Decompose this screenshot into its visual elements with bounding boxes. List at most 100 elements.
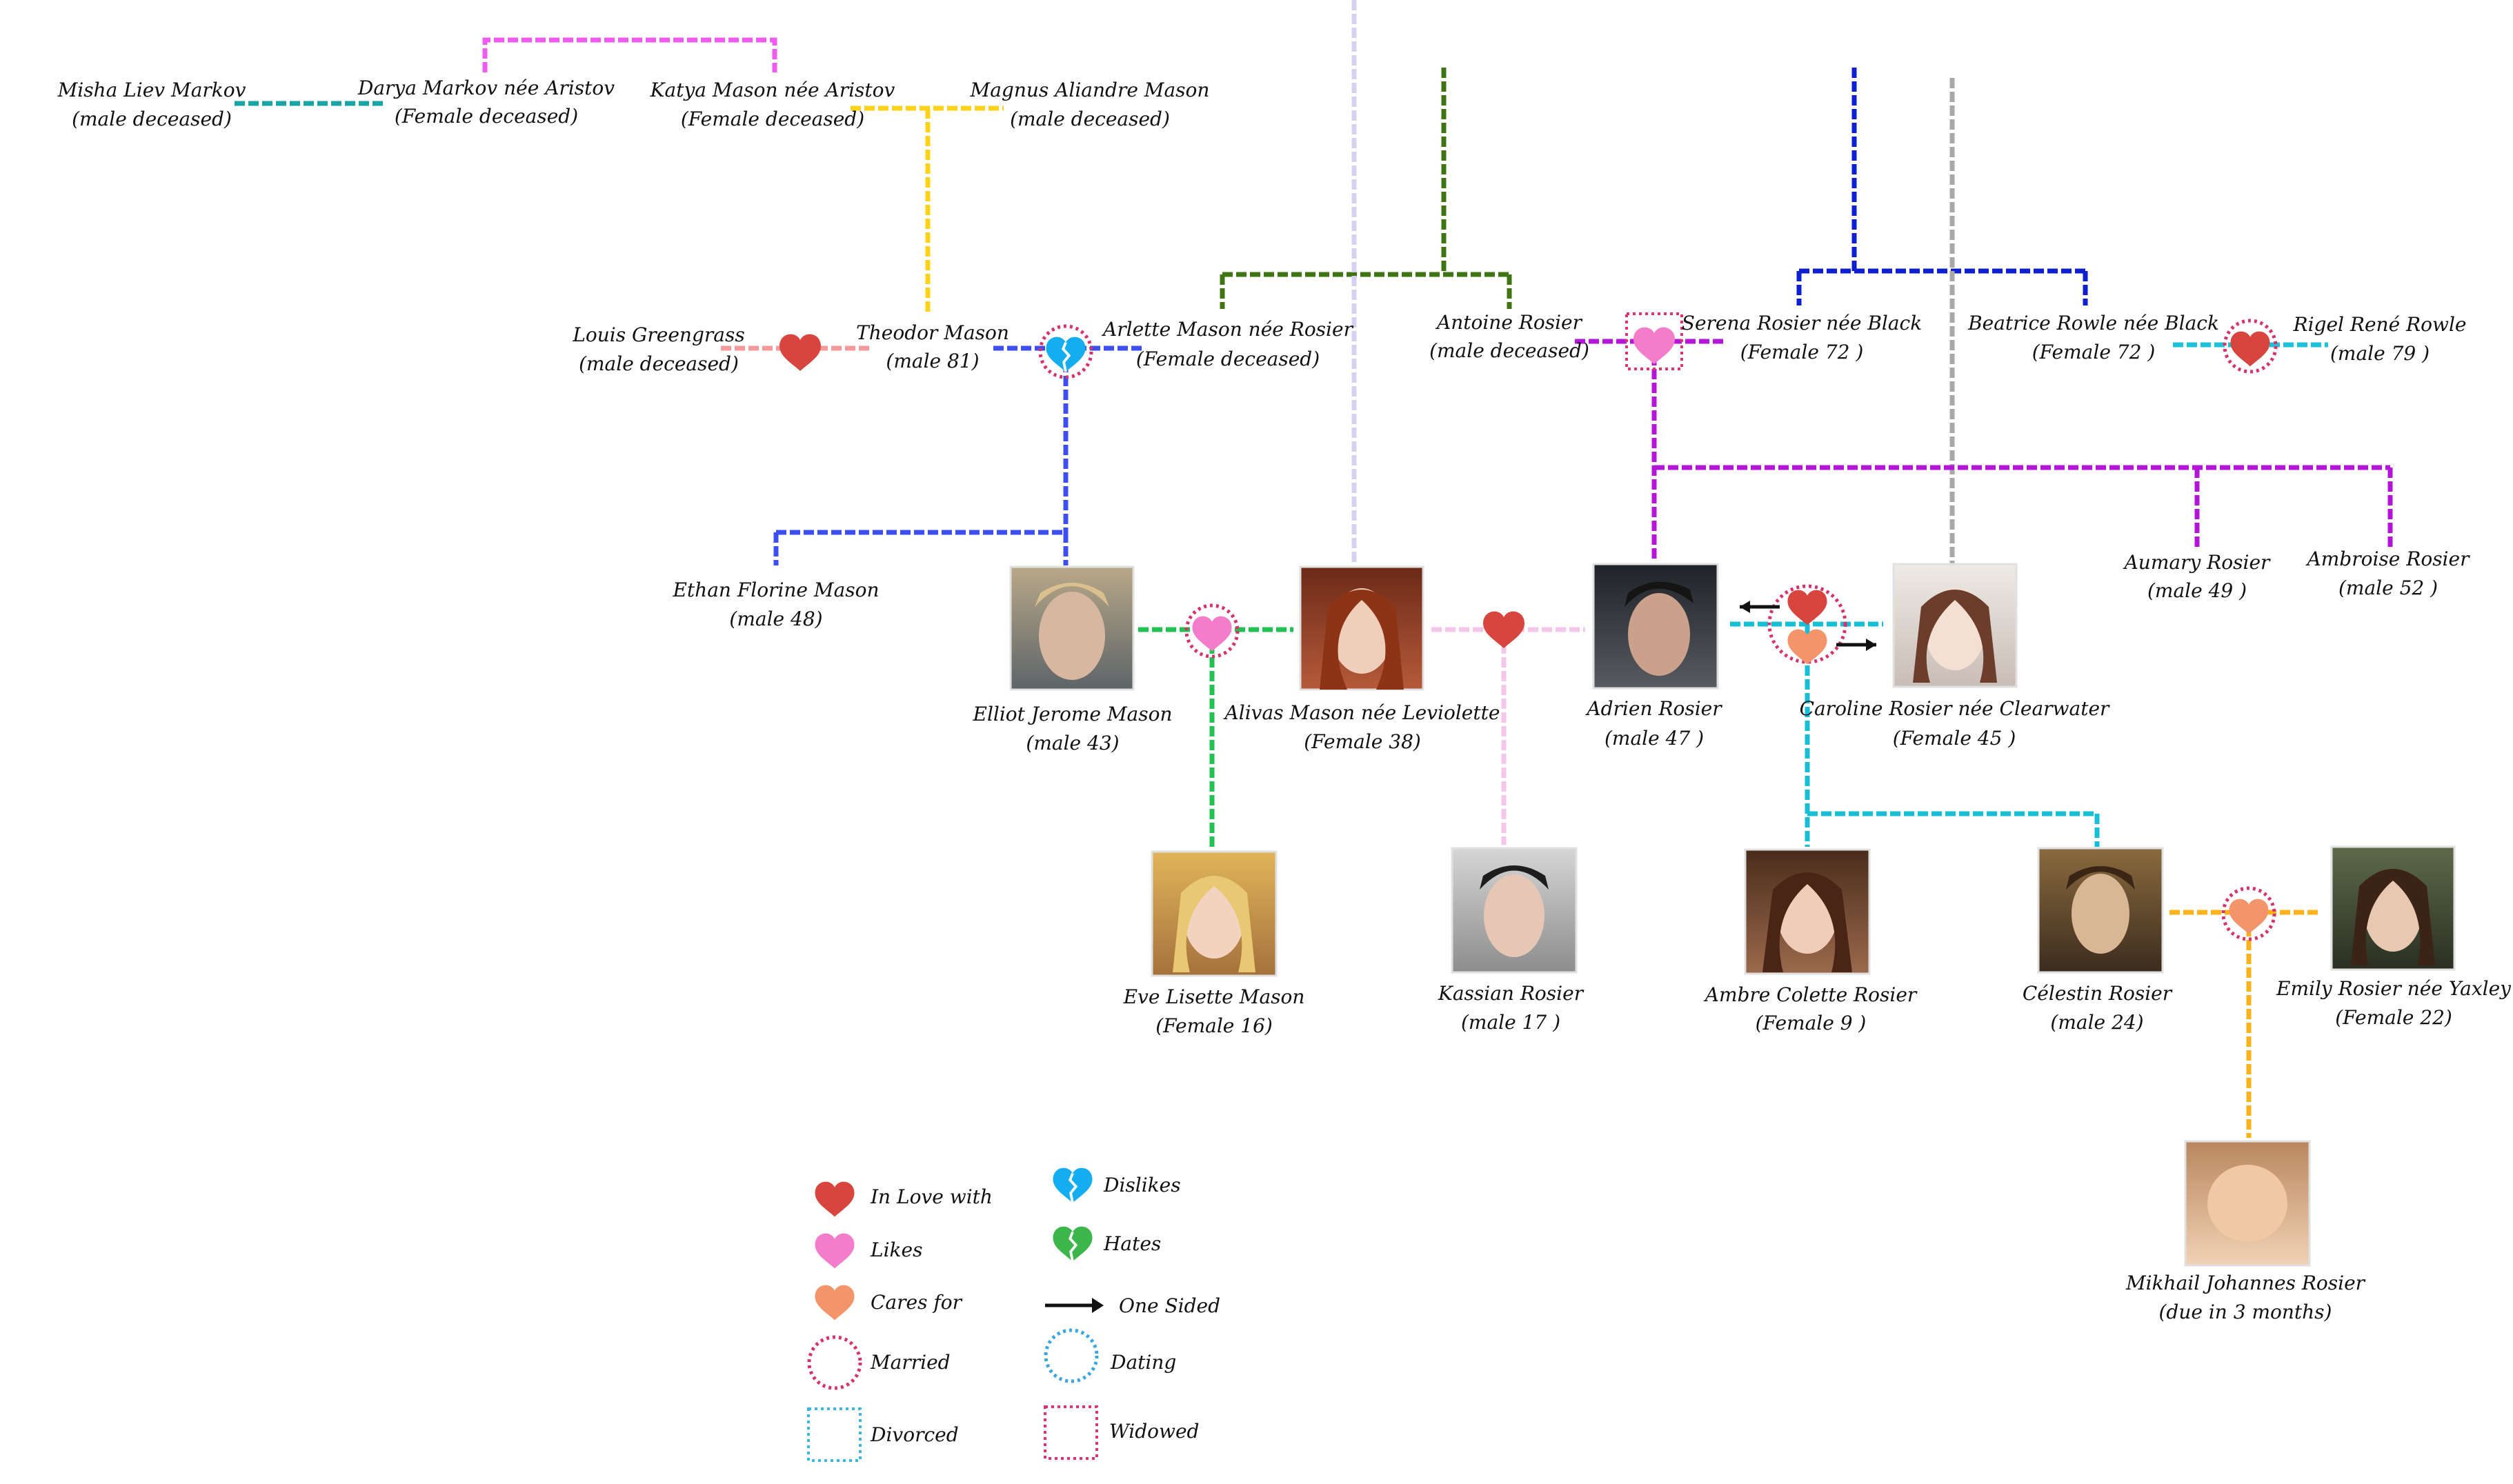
legend-likes: Likes xyxy=(815,1233,922,1269)
name-mikhail: Mikhail Johannes Rosier xyxy=(2125,1272,2366,1294)
svg-text:Cares for: Cares for xyxy=(871,1291,963,1314)
name-celestin: Célestin Rosier xyxy=(2023,982,2173,1005)
info-celestin: (male 24) xyxy=(2050,1011,2143,1034)
photo-emily xyxy=(2330,845,2456,971)
legend-one-sided: One Sided xyxy=(1045,1294,1220,1317)
line-to-rosier-children xyxy=(1651,341,2393,559)
married-in-love-cares-one-sided-icon xyxy=(1740,584,1876,665)
divorced-box-icon xyxy=(807,1407,862,1462)
name-theodor: Theodor Mason xyxy=(856,321,1009,344)
in-love-heart-icon xyxy=(1483,611,1524,648)
info-ambre: (Female 9 ) xyxy=(1756,1012,1867,1034)
name-eve: Eve Lisette Mason xyxy=(1123,985,1305,1008)
name-ethan: Ethan Florine Mason xyxy=(672,579,879,601)
legend-widowed: Widowed xyxy=(1044,1405,1199,1460)
legend-married: Married xyxy=(807,1335,951,1390)
line-to-ethan-elliot xyxy=(773,348,1069,565)
photo-adrien xyxy=(1592,563,1719,690)
photo-caroline xyxy=(1892,563,2018,688)
info-aumary: (male 49 ) xyxy=(2147,579,2247,602)
in-love-heart-icon xyxy=(779,334,821,371)
info-ethan: (male 48) xyxy=(729,608,822,630)
likes-heart-icon xyxy=(815,1233,855,1269)
name-alivas: Alivas Mason née Leviolette xyxy=(1223,701,1500,724)
married-ring-icon xyxy=(807,1335,862,1390)
info-louis: (male deceased) xyxy=(579,352,739,375)
info-arlette: (Female deceased) xyxy=(1136,348,1320,370)
widowed-box-icon xyxy=(1044,1405,1098,1460)
info-katya: (Female deceased) xyxy=(681,108,864,130)
married-dislikes-icon xyxy=(1038,324,1093,379)
relationship-symbols xyxy=(779,312,2278,941)
person-photos xyxy=(1009,563,2456,1267)
name-beatrice: Beatrice Rowle née Black xyxy=(1967,312,2219,334)
photo-kassian xyxy=(1451,847,1578,974)
name-antoine: Antoine Rosier xyxy=(1435,311,1583,334)
married-in-love-icon xyxy=(2223,319,2278,374)
svg-text:In Love with: In Love with xyxy=(870,1185,993,1208)
svg-text:Divorced: Divorced xyxy=(870,1423,959,1446)
svg-text:Dislikes: Dislikes xyxy=(1103,1174,1181,1196)
info-ambroise: (male 52 ) xyxy=(2338,576,2438,599)
legend-cares: Cares for xyxy=(815,1285,963,1321)
name-darya: Darya Markov née Aristov xyxy=(357,77,615,99)
svg-text:One Sided: One Sided xyxy=(1119,1294,1220,1317)
info-emily: (Female 22) xyxy=(2335,1006,2452,1029)
name-emily: Emily Rosier née Yaxley xyxy=(2276,977,2512,1000)
line-serena-beatrice-bracket xyxy=(1796,68,2088,305)
name-serena: Serena Rosier née Black xyxy=(1682,312,1922,334)
widowed-likes-icon xyxy=(1625,312,1683,370)
legend-in-love: In Love with xyxy=(815,1181,993,1217)
legend: In Love with Likes Cares for Married Div… xyxy=(807,1167,1220,1462)
photo-eve xyxy=(1151,850,1278,977)
photo-alivas xyxy=(1299,565,1424,691)
info-adrien: (male 47 ) xyxy=(1605,727,1704,750)
info-magnus: (male deceased) xyxy=(1010,108,1170,130)
svg-text:Hates: Hates xyxy=(1103,1232,1161,1255)
name-aumary: Aumary Rosier xyxy=(2123,551,2271,574)
dating-ring-icon xyxy=(1044,1328,1099,1383)
in-love-heart-icon xyxy=(815,1181,855,1217)
name-elliot: Elliot Jerome Mason xyxy=(973,703,1173,725)
married-likes-icon xyxy=(1184,603,1240,659)
name-ambre: Ambre Colette Rosier xyxy=(1703,983,1918,1006)
name-louis: Louis Greengrass xyxy=(572,323,744,346)
connector-lines xyxy=(235,0,2393,1138)
married-cares-icon xyxy=(2221,886,2276,941)
arrow-right-icon xyxy=(1045,1298,1104,1313)
info-antoine: (male deceased) xyxy=(1429,339,1589,362)
legend-divorced: Divorced xyxy=(807,1407,959,1462)
info-theodor: (male 81) xyxy=(886,350,979,372)
line-arlette-antoine-bracket xyxy=(1220,68,1512,309)
info-alivas: (Female 38) xyxy=(1304,730,1421,753)
name-katya: Katya Mason née Aristov xyxy=(650,79,895,101)
name-rigel: Rigel René Rowle xyxy=(2293,313,2467,336)
svg-text:Dating: Dating xyxy=(1110,1351,1176,1374)
line-darya-katya-bracket xyxy=(482,37,777,72)
name-adrien: Adrien Rosier xyxy=(1585,697,1722,720)
info-kassian: (male 17 ) xyxy=(1461,1011,1560,1034)
name-arlette: Arlette Mason née Rosier xyxy=(1101,318,1354,341)
svg-text:Likes: Likes xyxy=(870,1239,922,1261)
dislikes-broken-heart-icon xyxy=(1053,1167,1093,1205)
info-serena: (Female 72 ) xyxy=(1740,341,1864,363)
photo-elliot xyxy=(1009,565,1135,691)
name-misha: Misha Liev Markov xyxy=(57,79,246,101)
person-labels: Misha Liev Markov (male deceased) Darya … xyxy=(57,77,2512,1323)
info-beatrice: (Female 72 ) xyxy=(2032,341,2156,363)
svg-text:Married: Married xyxy=(870,1351,951,1374)
legend-dislikes: Dislikes xyxy=(1053,1167,1181,1205)
photo-ambre xyxy=(1744,848,1871,975)
svg-text:Widowed: Widowed xyxy=(1109,1420,1199,1443)
info-caroline: (Female 45 ) xyxy=(1893,727,2016,750)
name-magnus: Magnus Aliandre Mason xyxy=(970,79,1210,101)
info-rigel: (male 79 ) xyxy=(2330,342,2430,365)
legend-dating: Dating xyxy=(1044,1328,1176,1383)
hates-broken-heart-icon xyxy=(1053,1226,1093,1263)
photo-mikhail xyxy=(2184,1140,2311,1267)
legend-hates: Hates xyxy=(1053,1226,1161,1263)
name-kassian: Kassian Rosier xyxy=(1438,982,1585,1005)
photo-celestin xyxy=(2037,847,2164,974)
cares-heart-icon xyxy=(815,1285,855,1321)
